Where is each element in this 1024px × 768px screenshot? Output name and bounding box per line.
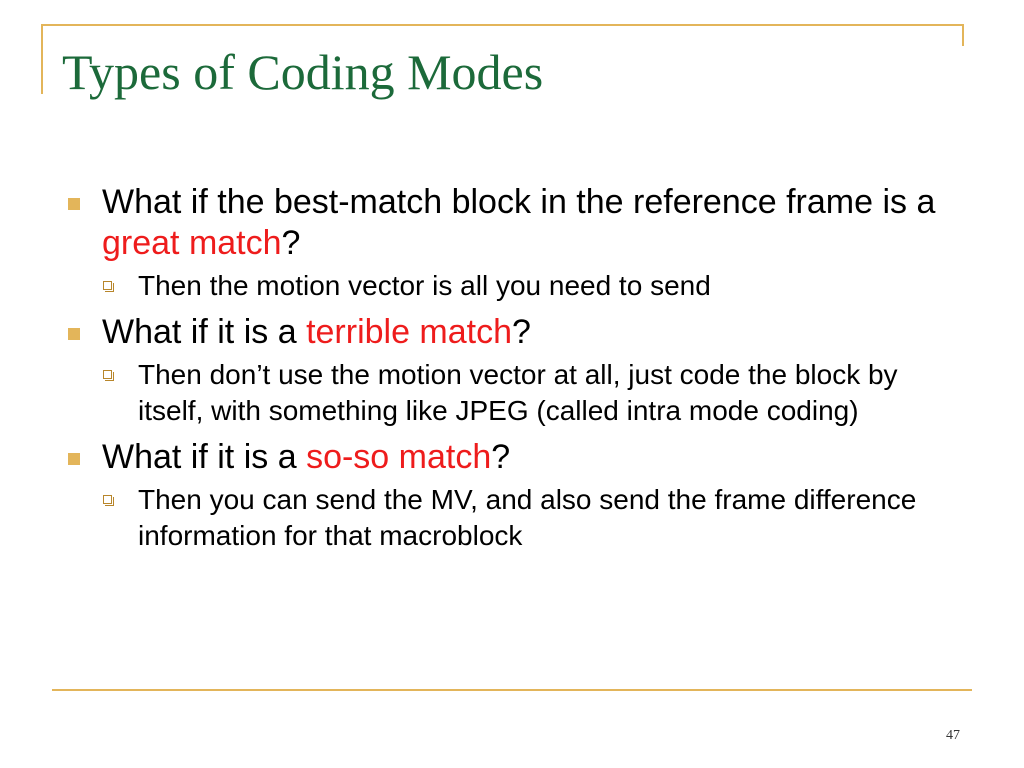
hollow-square-bullet-icon (103, 281, 114, 292)
bullet-text-prefix: What if it is a (102, 438, 307, 476)
hollow-square-bullet-icon (103, 370, 114, 381)
bullet-so-so-match: What if it is a so-so match? (60, 437, 960, 478)
bullet-text-suffix: ? (491, 438, 511, 476)
bullet-text-prefix: What if the best-match block in the refe… (102, 183, 936, 221)
square-bullet-icon (68, 198, 80, 210)
bullet-highlight: so-so match (306, 438, 492, 476)
frame-right-line (962, 24, 964, 46)
square-bullet-icon (68, 328, 80, 340)
bullet-text-prefix: What if it is a (102, 313, 307, 351)
sub-bullet-text: Then you can send the MV, and also send … (138, 484, 917, 551)
sub-bullet-terrible-match: Then don’t use the motion vector at all,… (60, 357, 960, 429)
sub-bullet-great-match: Then the motion vector is all you need t… (60, 268, 960, 304)
bullet-highlight: terrible match (306, 313, 513, 351)
square-bullet-icon (68, 453, 80, 465)
sub-bullet-text: Then don’t use the motion vector at all,… (138, 359, 898, 426)
sub-bullet-text: Then the motion vector is all you need t… (138, 270, 711, 301)
frame-top-line (41, 24, 964, 26)
slide-content: What if the best-match block in the refe… (60, 182, 960, 554)
bullet-text-suffix: ? (281, 224, 301, 262)
slide-title: Types of Coding Modes (62, 44, 544, 100)
hollow-square-bullet-icon (103, 495, 114, 506)
bullet-great-match: What if the best-match block in the refe… (60, 182, 960, 264)
bullet-terrible-match: What if it is a terrible match? (60, 312, 960, 353)
bullet-highlight: great match (102, 224, 282, 262)
frame-left-line (41, 24, 43, 94)
sub-bullet-so-so-match: Then you can send the MV, and also send … (60, 482, 960, 554)
page-number: 47 (946, 728, 960, 743)
footer-divider (52, 689, 972, 691)
bullet-text-suffix: ? (512, 313, 531, 351)
